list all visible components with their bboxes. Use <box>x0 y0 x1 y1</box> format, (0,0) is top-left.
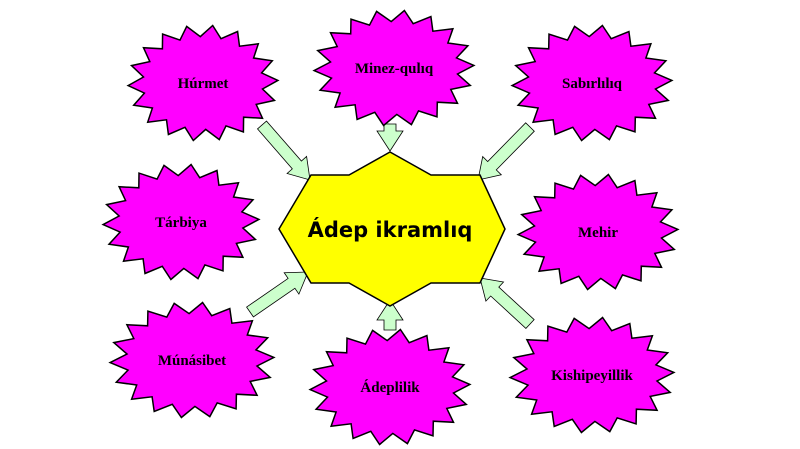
burst-shape-mehir <box>516 173 680 291</box>
node-tarbiya: Tárbiya <box>101 163 261 281</box>
node-munasibet: Múnásibet <box>108 301 276 419</box>
node-sabirliliq: Sabırlılıq <box>510 24 674 142</box>
node-hurmet: Húrmet <box>126 24 280 142</box>
arrow-minez-qulq-to-center <box>376 123 404 152</box>
label-adeplilik: Ádeplilik <box>360 379 420 396</box>
arrow-munasibet-to-center <box>246 271 309 318</box>
node-mehir: Mehir <box>516 173 680 291</box>
arrow-adeplilik-to-center <box>376 299 404 331</box>
arrow-sabirliliq-to-center <box>477 122 535 181</box>
burst-shape-tarbiya <box>101 163 261 281</box>
bursts-layer: Húrmet Minez-qulıqSabırlılıqTárbiyaMehirM… <box>101 9 680 446</box>
node-minez-qulq: Minez-qulıq <box>312 9 476 127</box>
label-munasibet: Múnásibet <box>158 353 226 369</box>
arrow-hurmet-to-center <box>256 120 311 181</box>
burst-shape-kishipeyillik <box>508 316 676 434</box>
label-minez-qulq: Minez-qulıq <box>355 61 434 77</box>
label-mehir: Mehir <box>578 225 618 241</box>
burst-shape-hurmet <box>126 24 280 142</box>
burst-shape-sabirliliq <box>510 24 674 142</box>
label-hurmet: Húrmet <box>178 76 229 92</box>
burst-shape-adeplilik <box>308 328 472 446</box>
burst-shape-minez-qulq <box>312 9 476 127</box>
label-tarbiya: Tárbiya <box>155 215 207 231</box>
arrows-layer <box>246 120 535 331</box>
center-node: Ádep ikramlıq <box>278 151 506 307</box>
arrow-kishipeyillik-to-center <box>479 277 535 329</box>
center-label: Ádep ikramlıq <box>308 217 473 242</box>
burst-shape-munasibet <box>108 301 276 419</box>
node-adeplilik: Ádeplilik <box>308 328 472 446</box>
label-kishipeyillik: Kishipeyillik <box>551 368 633 384</box>
node-kishipeyillik: Kishipeyillik <box>508 316 676 434</box>
center-star-shape <box>278 151 506 307</box>
label-sabirliliq: Sabırlılıq <box>562 76 623 92</box>
